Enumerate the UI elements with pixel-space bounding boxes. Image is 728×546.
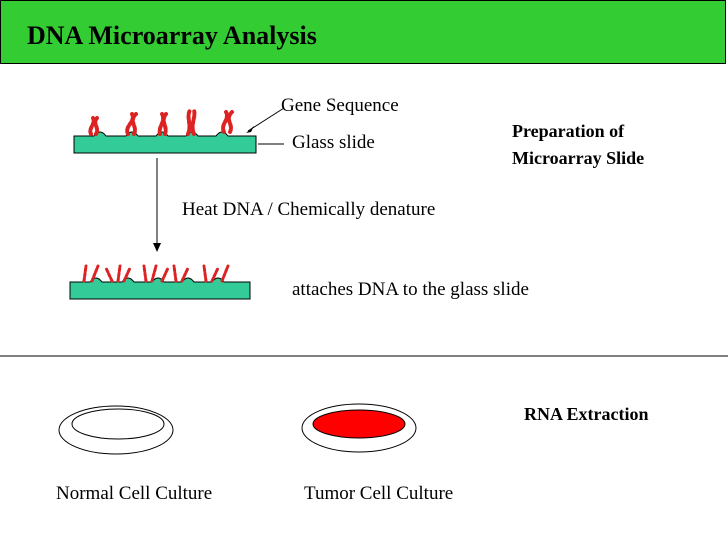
normal-cell-label: Normal Cell Culture [56, 483, 213, 504]
title-bar: DNA Microarray Analysis [0, 0, 726, 64]
page-title: DNA Microarray Analysis [27, 21, 317, 50]
gene-sequences-double-strand [88, 108, 234, 136]
tumor-cell-dish [301, 403, 417, 453]
process-arrow-head [153, 243, 161, 252]
attach-label: attaches DNA to the glass slide [292, 279, 529, 300]
normal-cell-dish [58, 405, 174, 455]
gene-sequence-label: Gene Sequence [281, 95, 399, 116]
glass-slide-bottom [69, 277, 251, 300]
tumor-cell-label: Tumor Cell Culture [304, 483, 454, 504]
preparation-title-line1: Preparation of [512, 121, 625, 141]
gene-pointer-arrowhead [246, 126, 254, 133]
gene-pointer-line [247, 107, 285, 132]
rna-extraction-title: RNA Extraction [524, 404, 649, 424]
preparation-section-title: Preparation of Microarray Slide [512, 118, 644, 172]
single-strand-dna [82, 264, 230, 283]
preparation-title-line2: Microarray Slide [512, 148, 645, 168]
denature-step-label: Heat DNA / Chemically denature [182, 199, 436, 220]
glass-slide-label: Glass slide [292, 132, 375, 153]
